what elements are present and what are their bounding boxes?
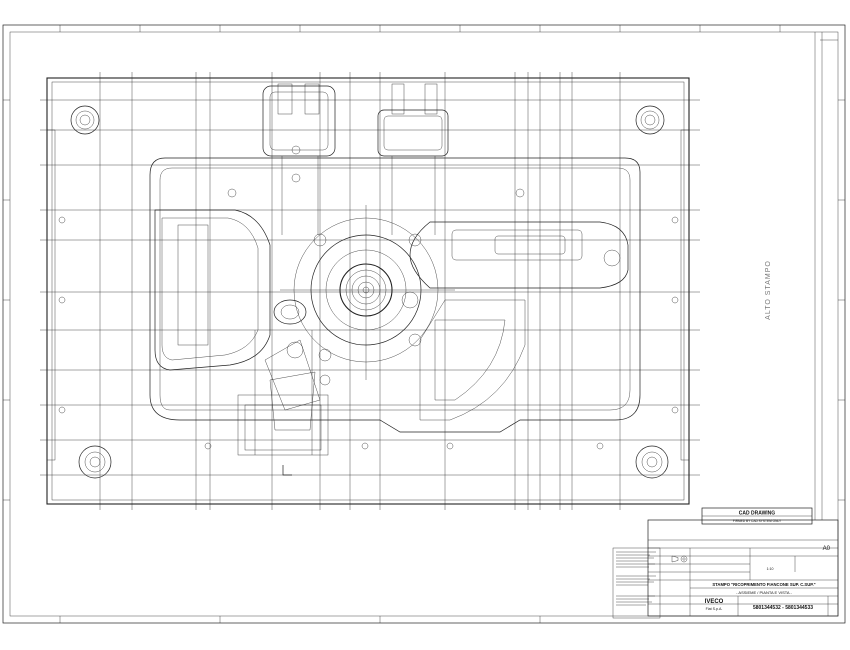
drawing-title: STAMPO "RICOPRIMENTO FIANCONE SUP. C.SUP… [712,582,815,587]
guide-bushings [70,105,669,479]
upper-fixtures [262,83,449,235]
cavity-outline [149,157,641,433]
title-block: A0 1:10 STAMPO "RICOPRIMENTO FIANCONE SU… [612,519,839,619]
cad-drawing-subtitle: FIRMED BY CAD SYSTEM ONLY [733,519,782,523]
sheet-border [2,24,846,624]
company-name: IVECO [705,599,724,605]
lower-mechanism [237,299,332,476]
cad-drawing-title: CAD DRAWING [739,511,775,517]
cad-drawing-box: CAD DRAWING FIRMED BY CAD SYSTEM ONLY [701,507,813,525]
drawing-subtitle: - ASSIEME / PIANTA E VISTA - [736,590,792,595]
left-pocket [154,209,271,371]
drawing-number: 5801344532 - 5801344533 [753,605,813,611]
scale-value: 1:10 [767,567,774,571]
die-plate [40,72,700,510]
central-die [280,205,455,380]
view-label: ALTO STAMPO [765,260,772,320]
revision-label: A0 [823,546,831,552]
right-slot [409,221,629,421]
company-subname: Fiat S.p.A. [706,607,723,611]
